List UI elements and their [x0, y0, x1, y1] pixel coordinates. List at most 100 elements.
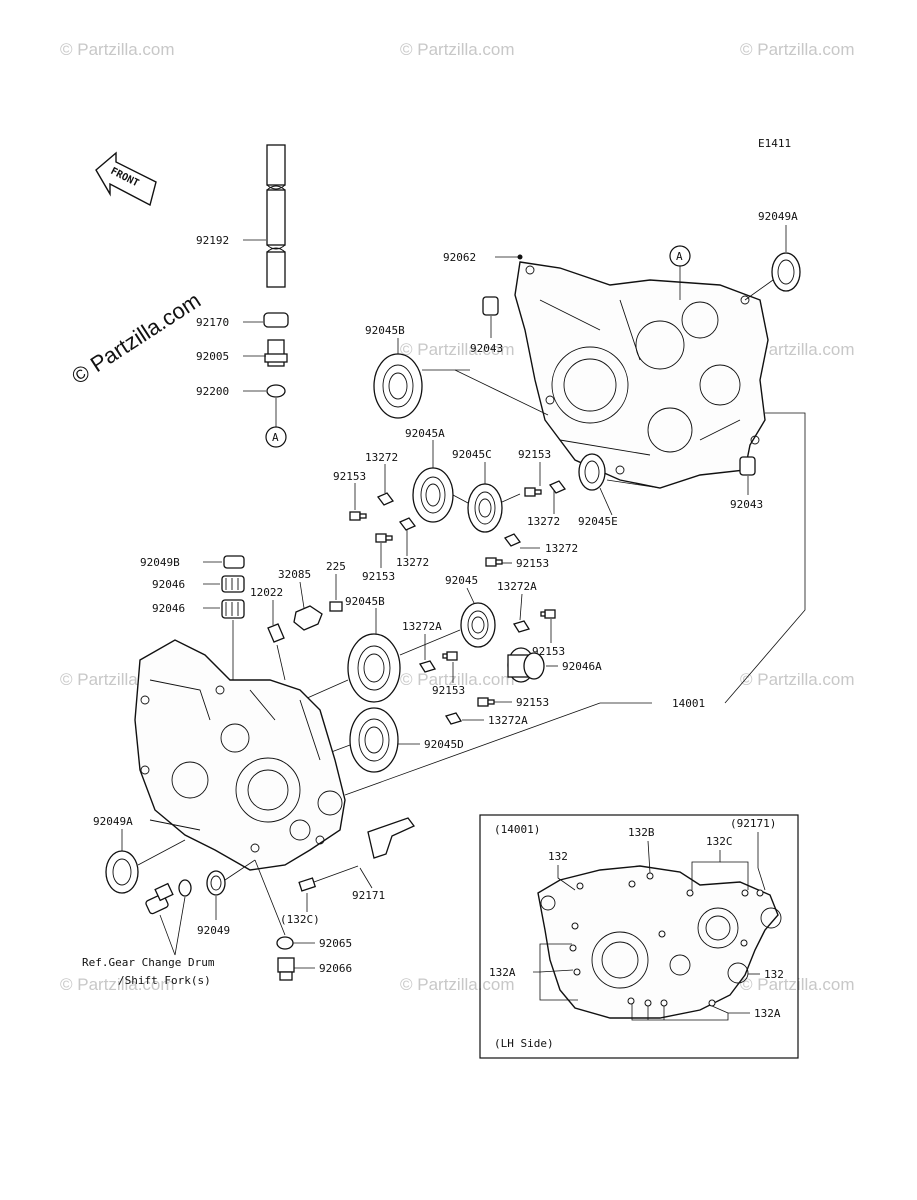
part-label: 13272 — [365, 451, 398, 464]
part-label: 92043 — [470, 342, 503, 355]
bearing-retainer-plate — [376, 492, 395, 506]
washer — [178, 879, 192, 897]
needle-bearing — [221, 575, 245, 593]
oil-seal — [771, 252, 801, 292]
part-label: 92046 — [152, 578, 185, 591]
part-label: 13272 — [545, 542, 578, 555]
part-label: 92062 — [443, 251, 476, 264]
hose-segment — [266, 144, 286, 186]
lh-side-inset: (14001) (92171) 132 132B 132C 132A 132 1… — [479, 814, 799, 1059]
watermark-layer: © Partzilla.com © Partzilla.com © Partzi… — [60, 40, 855, 994]
watermark: © Partzilla.com — [60, 975, 175, 994]
front-arrow-icon: FRONT — [95, 151, 157, 207]
reference-note: Ref.Gear Change Drum — [82, 956, 215, 969]
diagram-code: E1411 — [758, 137, 791, 150]
part-label: 92066 — [319, 962, 352, 975]
watermark: © Partzilla.com — [740, 40, 855, 59]
bearing-retainer-plate — [512, 620, 531, 633]
part-label: 12022 — [250, 586, 283, 599]
part-label: 92153 — [516, 696, 549, 709]
crankcase-right-half — [514, 261, 769, 489]
ball-bearing — [460, 602, 496, 648]
watermark: © Partzilla.com — [740, 975, 855, 994]
part-label: 92045D — [424, 738, 464, 751]
watermark: © Partzilla.com — [400, 340, 515, 359]
crankcase-left-half — [134, 639, 346, 871]
part-label: 14001 — [672, 697, 705, 710]
ball-bearing — [373, 353, 423, 419]
bolt-label: 132 — [764, 968, 784, 981]
part-label: 13272 — [396, 556, 429, 569]
needle-bearing — [507, 647, 545, 683]
breather-hose-assembly: A — [243, 144, 289, 448]
reference-marker — [265, 426, 287, 448]
part-label: 92200 — [196, 385, 229, 398]
dowel-pin — [739, 456, 756, 476]
oil-seal — [206, 870, 226, 896]
part-label: 92045C — [452, 448, 492, 461]
hose-clamp — [263, 312, 289, 328]
part-label: 92045B — [365, 324, 405, 337]
part-label: 92153 — [362, 570, 395, 583]
ball-bearing — [347, 633, 401, 703]
part-label: 92170 — [196, 316, 229, 329]
part-label: 32085 — [278, 568, 311, 581]
bolt — [298, 865, 359, 892]
bolt-label: 132B — [628, 826, 655, 839]
part-label: 13272A — [497, 580, 537, 593]
part-label: 92153 — [532, 645, 565, 658]
plate — [267, 623, 285, 643]
bolt-label: 132A — [754, 1007, 781, 1020]
ball-bearing — [467, 483, 503, 533]
part-label: 92049B — [140, 556, 180, 569]
part-label: (132C) — [280, 913, 320, 926]
watermark: © Partzilla.com — [60, 40, 175, 59]
part-label: 92049 — [197, 924, 230, 937]
bearing-retainer-plate — [548, 480, 567, 494]
inset-frame — [479, 814, 799, 1059]
screw — [524, 487, 542, 497]
part-label: 92046 — [152, 602, 185, 615]
part-label: 92045E — [578, 515, 618, 528]
reference-note: /Shift Fork(s) — [118, 974, 211, 987]
part-label: 92153 — [516, 557, 549, 570]
copyright-mark: © Partzilla.com — [67, 287, 205, 389]
bearing-retainer-plate — [444, 712, 463, 725]
dowel-pin — [482, 296, 499, 316]
reference-marker-label: A — [676, 250, 683, 263]
part-label: 92043 — [730, 498, 763, 511]
watermark: © Partzilla.com — [740, 340, 855, 359]
part-label: 92171 — [352, 889, 385, 902]
part-label: 92049A — [93, 815, 133, 828]
part-label: 92045A — [405, 427, 445, 440]
bearing-retainer-plate — [503, 533, 522, 547]
washer — [266, 384, 286, 398]
part-label: 13272 — [527, 515, 560, 528]
bolt-label: 132C — [706, 835, 733, 848]
inset-ref-14001: (14001) — [494, 823, 540, 836]
part-label: 92049A — [758, 210, 798, 223]
part-label: 92153 — [432, 684, 465, 697]
part-label: 92065 — [319, 937, 352, 950]
inset-side-label: (LH Side) — [494, 1037, 554, 1050]
part-label: 92005 — [196, 350, 229, 363]
screw — [349, 511, 367, 521]
part-label: 225 — [326, 560, 346, 573]
needle-bearing — [221, 599, 245, 619]
gasket-washer — [276, 936, 294, 950]
screw — [540, 609, 556, 619]
needle-bearing — [223, 555, 245, 569]
watermark: © Partzilla.com — [400, 975, 515, 994]
inset-ref-92171: (92171) — [730, 817, 776, 830]
bracket — [367, 817, 416, 859]
part-label: 92046A — [562, 660, 602, 673]
reference-marker-label: A — [272, 431, 279, 444]
bolt — [329, 601, 343, 612]
gear-shift-pin — [145, 882, 174, 915]
part-label: 92153 — [518, 448, 551, 461]
watermark: © Partzilla.com — [400, 40, 515, 59]
oil-seal — [105, 850, 139, 894]
watermark: © Partzilla.com — [400, 670, 515, 689]
bolt-label: 132 — [548, 850, 568, 863]
part-label: 92045 — [445, 574, 478, 587]
